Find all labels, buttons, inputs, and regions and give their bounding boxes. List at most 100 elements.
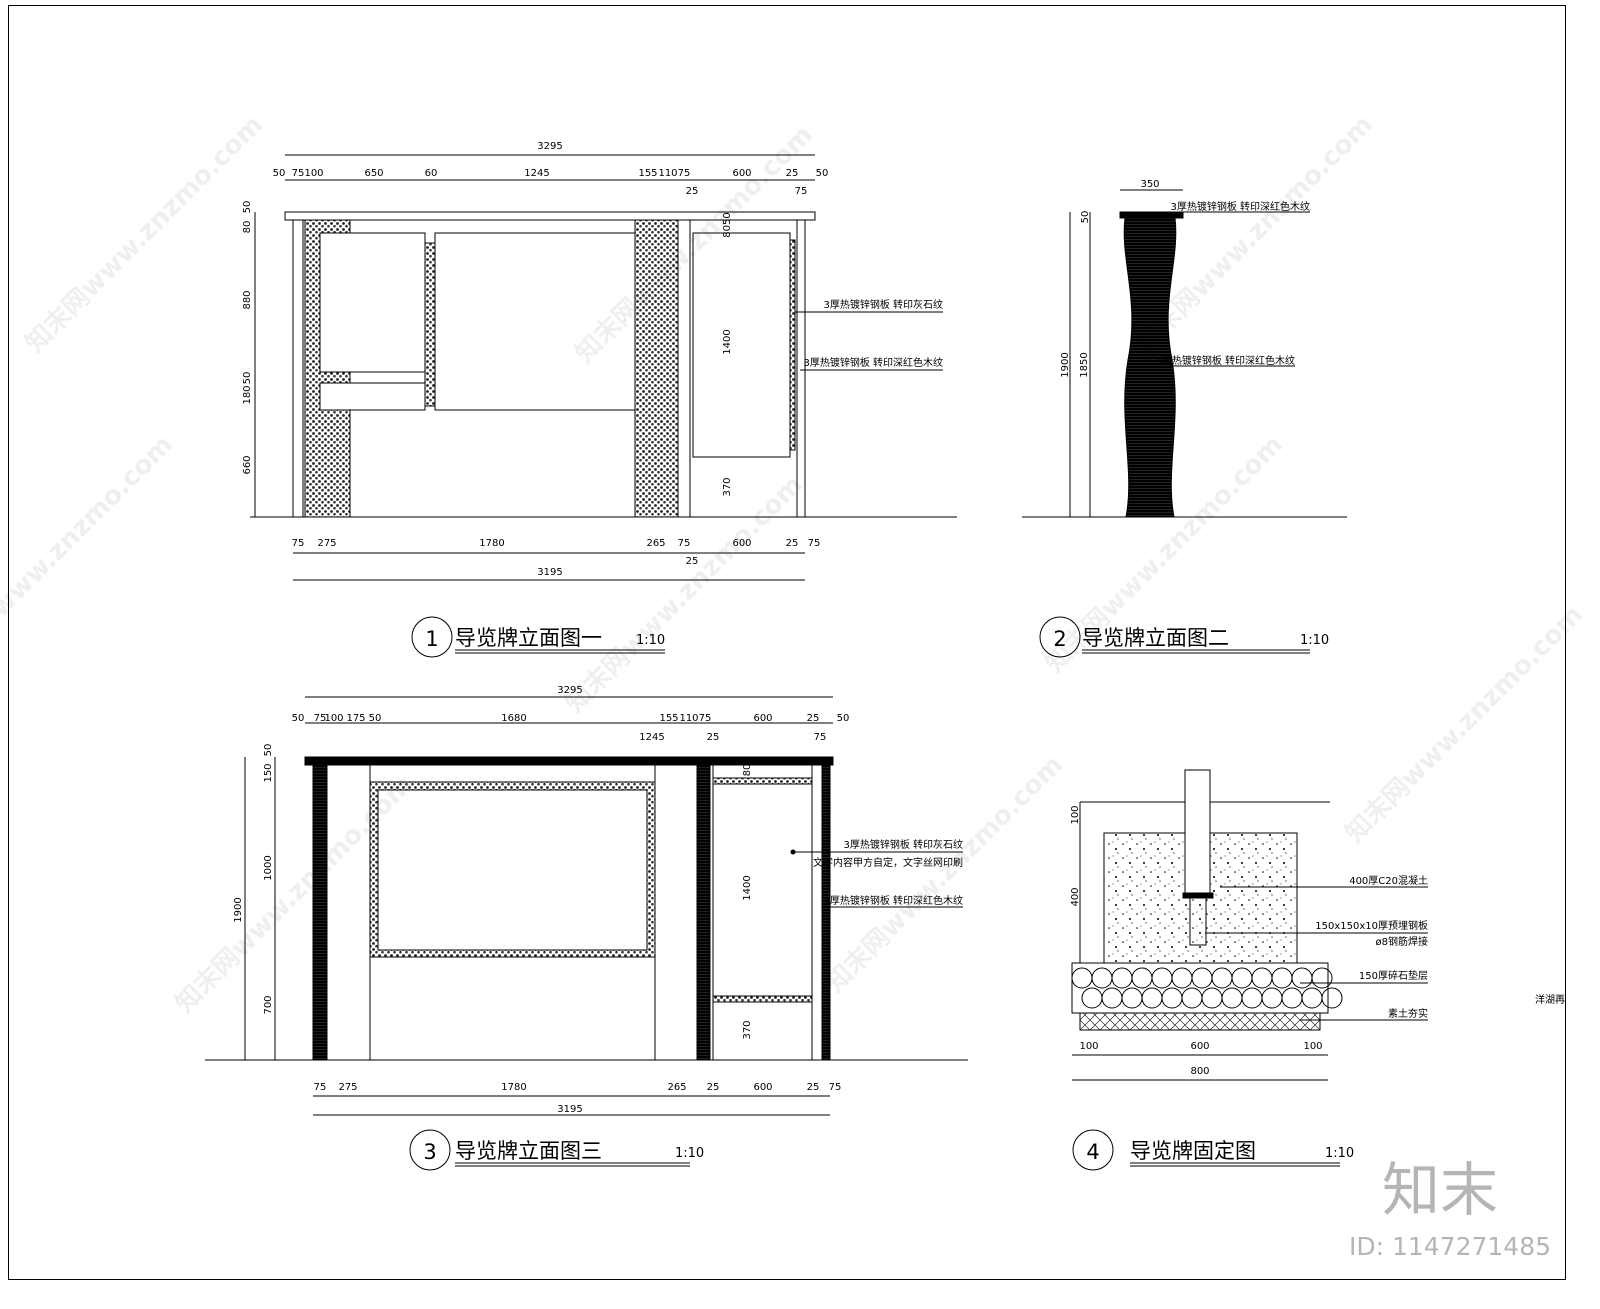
wavy-post <box>1123 217 1177 518</box>
dim-label: 75 <box>678 168 691 179</box>
panel-strip <box>424 242 436 407</box>
top-cap <box>284 211 816 221</box>
dim-label: 75 <box>314 1082 327 1093</box>
dim-label: 265 <box>667 1082 686 1093</box>
dim-label: 25 <box>786 538 799 549</box>
dim-label: 25 <box>807 713 820 724</box>
dim-label: 75 <box>292 538 305 549</box>
dim-label: 1900 <box>1060 352 1071 377</box>
main-panel <box>434 232 661 411</box>
dim-label: 50 <box>816 168 829 179</box>
compacted-soil <box>1079 1012 1321 1031</box>
dim-label: 50 <box>837 713 850 724</box>
dim-label: 110 <box>658 168 677 179</box>
side-strip <box>789 239 796 451</box>
note-label: 素土夯实 <box>1388 1007 1428 1020</box>
drawing-scale: 1:10 <box>1300 633 1329 648</box>
dim-label: 1780 <box>501 1082 526 1093</box>
side-panel <box>692 232 791 458</box>
dim-label: 1680 <box>501 713 526 724</box>
dim-label: 880 <box>242 290 253 309</box>
top-cap <box>304 756 834 766</box>
dim-label: 600 <box>732 168 751 179</box>
drawing-number-circle <box>1072 1129 1114 1171</box>
watermark: 知末网www.znzmo.com <box>1340 600 1589 849</box>
small-panel <box>319 382 426 411</box>
drawing-title: 导览牌立面图二 <box>1082 626 1229 650</box>
dim-label: 155 <box>638 168 657 179</box>
dim-label: 1400 <box>742 875 753 900</box>
note-label: 3厚热镀锌钢板 转印灰石纹 <box>843 838 963 851</box>
dim-label: 50 <box>292 713 305 724</box>
note-label: 3厚热镀锌钢板 转印深红色木纹 <box>1155 354 1295 367</box>
dim-label: 100 <box>324 713 343 724</box>
logo-id: ID: 1147271485 <box>1349 1232 1551 1261</box>
drawing-number: 1 <box>425 627 438 651</box>
note-label: 400厚C20混凝土 <box>1349 874 1428 887</box>
dim-label: 1850 <box>1079 352 1090 377</box>
dim-label: 75 <box>829 1082 842 1093</box>
steel-post <box>1184 769 1211 894</box>
drawing-title: 导览牌固定图 <box>1130 1139 1256 1163</box>
dim-label: 1245 <box>639 732 664 743</box>
dim-label: 100 <box>1079 1041 1098 1052</box>
dim-total: 3195 <box>537 567 562 578</box>
dim-label: 80 <box>742 764 753 777</box>
dim-label: 660 <box>242 455 253 474</box>
drawing-scale: 1:10 <box>636 633 665 648</box>
dim-label: 600 <box>753 713 772 724</box>
dim-label: 1400 <box>722 329 733 354</box>
dim-label: 400 <box>1070 887 1081 906</box>
drawing-number: 3 <box>423 1140 436 1164</box>
embedded-plate <box>1182 892 1214 899</box>
dim-label: 75 <box>292 168 305 179</box>
drawing-number-circle <box>1039 616 1081 658</box>
dim-label: 110 <box>679 713 698 724</box>
dim-total: 3195 <box>557 1104 582 1115</box>
dim-label: 275 <box>338 1082 357 1093</box>
note-label: 3厚热镀锌钢板 转印深红色木纹 <box>1170 200 1310 213</box>
sheet-border <box>8 5 1566 1280</box>
dim-label: 370 <box>722 477 733 496</box>
dim-label: 25 <box>707 732 720 743</box>
dim-label: 75 <box>314 713 327 724</box>
dim-label: 650 <box>364 168 383 179</box>
dim-label: 25 <box>786 168 799 179</box>
drawing-number-circle <box>409 1129 451 1171</box>
dim-label: 600 <box>732 538 751 549</box>
left-post <box>312 764 328 1061</box>
dim-label: 50 <box>273 168 286 179</box>
right-post-stone <box>634 219 679 518</box>
drawing-title: 导览牌立面图一 <box>455 626 602 650</box>
dim-label: 350 <box>1140 179 1159 190</box>
rebar <box>1189 898 1207 946</box>
note-label: 文字内容甲方自定，文字丝网印刷 <box>813 856 963 869</box>
dim-label: 50 <box>263 744 274 757</box>
note-label: 3厚热镀锌钢板 转印深红色木纹 <box>803 356 943 369</box>
gravel-stone <box>1321 987 1343 1009</box>
note-label: 150厚碎石垫层 <box>1359 969 1428 982</box>
main-panel <box>377 789 648 951</box>
edge-text: 洋湖再 <box>1535 993 1565 1006</box>
watermark: 知末网www.znzmo.com <box>20 110 269 359</box>
dim-label: 180 <box>242 385 253 404</box>
dim-label: 50 <box>242 201 253 214</box>
upper-left-panel <box>319 232 426 373</box>
drawing-scale: 1:10 <box>675 1146 704 1161</box>
dim-label: 25 <box>807 1082 820 1093</box>
dim-total: 3295 <box>557 685 582 696</box>
dim-label: 600 <box>753 1082 772 1093</box>
dim-label: 175 <box>346 713 365 724</box>
dim-label: 100 <box>1070 805 1081 824</box>
dim-label: 75 <box>808 538 821 549</box>
logo-text: 知末 <box>1382 1156 1498 1224</box>
dim-label: 1900 <box>233 897 244 922</box>
panel-bar <box>712 995 813 1003</box>
dim-total: 3295 <box>537 141 562 152</box>
note-label: 150x150x10厚预埋钢板 <box>1315 919 1428 932</box>
drawing-number: 2 <box>1053 627 1066 651</box>
dim-label: 150 <box>263 763 274 782</box>
drawing-scale: 1:10 <box>1325 1146 1354 1161</box>
